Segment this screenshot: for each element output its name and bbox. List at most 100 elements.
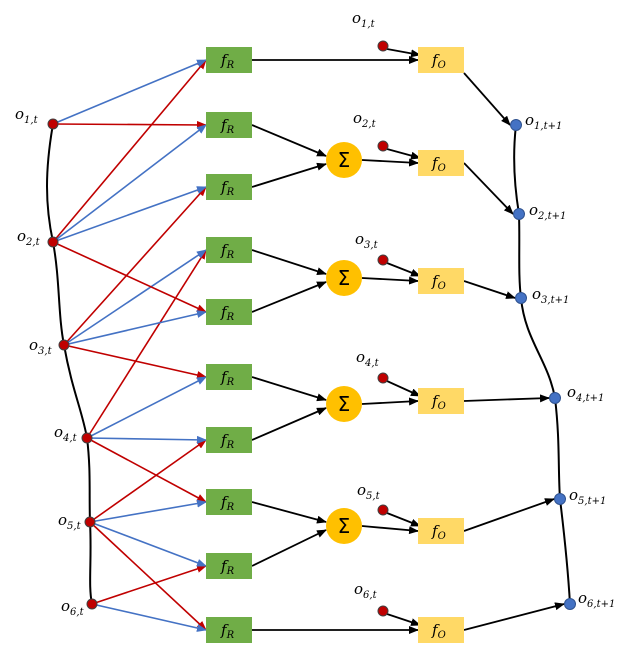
edge-blue-1 xyxy=(52,59,207,125)
edge-blue-4 xyxy=(63,249,207,346)
object-node-output xyxy=(515,292,527,304)
object-node-left xyxy=(47,236,59,248)
edge-fr3-sum1 xyxy=(251,162,327,188)
edge-input5-fo5 xyxy=(386,512,421,527)
input-node-label: o2,t xyxy=(353,109,377,130)
relation-fn-box: fR xyxy=(206,489,252,515)
sum-node: Σ xyxy=(326,142,362,178)
left-node-label: o3,t xyxy=(29,336,53,357)
relation-fn-box: fR xyxy=(206,364,252,390)
left-node-label: o6,t xyxy=(61,597,85,618)
relation-fn-box: fR xyxy=(206,299,252,325)
edge-blue-7 xyxy=(86,435,207,444)
edge-fr4-sum2 xyxy=(251,249,327,276)
edge-red-10 xyxy=(89,521,207,631)
edge-blue-5 xyxy=(63,310,207,346)
edge-sum4-fo5 xyxy=(361,525,419,535)
left-node-label: o5,t xyxy=(58,511,82,532)
edge-blue-6 xyxy=(86,376,207,439)
edge-input6-fo6 xyxy=(386,613,421,626)
relation-fn-box: fR xyxy=(206,427,252,453)
relation-fn-box: fR xyxy=(206,617,252,643)
right-object-chain xyxy=(513,124,571,605)
object-node-output xyxy=(513,208,525,220)
edge-sum1-fo2 xyxy=(361,158,419,167)
edge-red-5 xyxy=(52,241,207,313)
sum-node: Σ xyxy=(326,386,362,422)
edge-blue-8 xyxy=(89,499,207,523)
edge-fo5-output5 xyxy=(463,498,555,532)
labels-layer: o1,t o2,t o3,t o4,t o5,t o6,t o1,t o2,t o3,t o4,t… xyxy=(15,9,615,618)
object-fn-box: fO xyxy=(418,388,464,414)
object-node-left xyxy=(58,339,70,351)
object-fn-box: fO xyxy=(418,47,464,73)
left-node-label: o2,t xyxy=(17,227,41,248)
relation-fn-box: fR xyxy=(206,112,252,138)
edge-red-3 xyxy=(63,186,207,346)
edge-blue-10 xyxy=(91,603,207,632)
object-node-output xyxy=(510,119,522,131)
object-fn-box: fO xyxy=(418,268,464,294)
edge-fr7-sum3 xyxy=(251,407,327,441)
edge-fo3-output3 xyxy=(463,280,516,299)
edge-red-7 xyxy=(89,439,207,523)
object-node-left xyxy=(81,432,93,444)
left-object-chain xyxy=(46,123,93,605)
input-node-label: o6,t xyxy=(354,580,378,601)
edge-input2-fo2 xyxy=(386,148,421,160)
edge-blue-2 xyxy=(52,124,207,243)
object-node-output xyxy=(549,392,561,404)
edge-input1-fo1 xyxy=(386,48,421,58)
edges-layer xyxy=(52,48,565,634)
sum-symbol: Σ xyxy=(338,514,351,538)
sum-symbol: Σ xyxy=(338,148,351,172)
object-node-left xyxy=(84,516,96,528)
object-fn-box: fO xyxy=(418,617,464,643)
sum-symbol: Σ xyxy=(338,392,351,416)
edge-blue-9 xyxy=(89,521,207,567)
object-node-output xyxy=(554,493,566,505)
left-node-label: o1,t xyxy=(15,105,39,126)
output-node-label: o1,t+1 xyxy=(525,111,562,132)
output-node-label: o5,t+1 xyxy=(569,486,606,507)
output-node-label: o3,t+1 xyxy=(532,285,569,306)
relation-fn-box: fR xyxy=(206,174,252,200)
edge-fo1-output1 xyxy=(463,72,511,126)
object-node-output xyxy=(564,598,576,610)
sum-symbol: Σ xyxy=(338,266,351,290)
edge-fr6-sum3 xyxy=(251,376,327,402)
object-node-input xyxy=(377,140,389,152)
edge-input4-fo4 xyxy=(386,380,421,397)
object-node-left xyxy=(47,118,59,130)
object-node-input xyxy=(377,254,389,266)
object-node-input xyxy=(377,372,389,384)
edge-fr8-sum4 xyxy=(251,501,327,524)
object-node-input xyxy=(377,40,389,52)
output-node-label: o2,t+1 xyxy=(529,201,566,222)
edge-fo4-output4 xyxy=(463,394,550,403)
sum-node: Σ xyxy=(326,508,362,544)
edge-red-2 xyxy=(52,120,207,129)
output-node-label: o6,t+1 xyxy=(578,589,615,610)
left-chain-line xyxy=(46,123,93,605)
relation-fn-box: fR xyxy=(206,553,252,579)
input-node-label: o4,t xyxy=(356,348,380,369)
relation-fn-box: fR xyxy=(206,237,252,263)
input-node-label: o5,t xyxy=(357,481,381,502)
object-node-left xyxy=(86,598,98,610)
input-node-label: o3,t xyxy=(355,230,379,251)
object-node-input xyxy=(377,504,389,516)
edge-fo6-output6 xyxy=(463,602,565,631)
edge-sum2-fo3 xyxy=(361,276,419,285)
sum-node: Σ xyxy=(326,260,362,296)
nodes-layer xyxy=(47,40,576,617)
output-node-label: o4,t+1 xyxy=(567,383,604,404)
edge-red-4 xyxy=(86,249,207,439)
edge-fr9-sum4 xyxy=(251,529,327,567)
edge-fr5-sum2 xyxy=(251,281,327,313)
edge-fr2-sum1 xyxy=(251,124,327,157)
input-node-label: o1,t xyxy=(352,9,376,30)
left-node-label: o4,t xyxy=(54,423,78,444)
object-fn-box: fO xyxy=(418,150,464,176)
